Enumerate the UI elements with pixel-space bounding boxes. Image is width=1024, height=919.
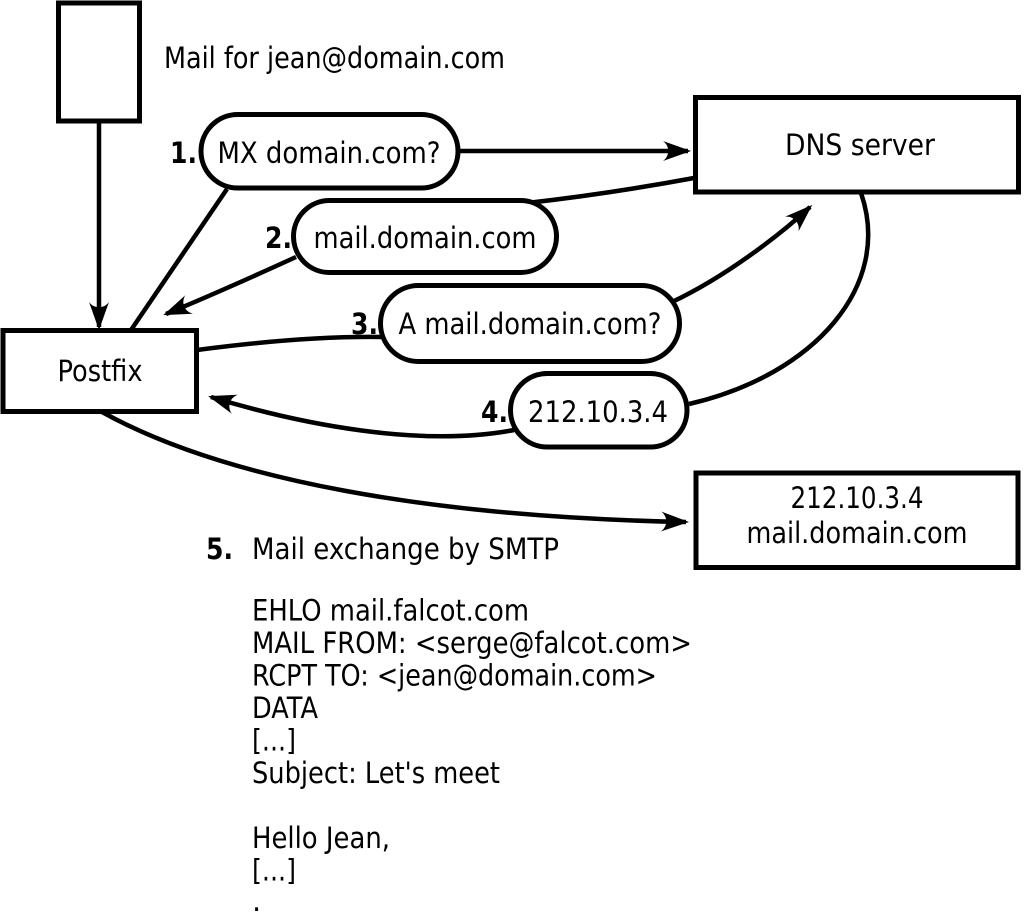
postfix-label: Postfix [58,354,143,388]
smtp-line: DATA [252,691,318,725]
smtp-session-transcript: EHLO mail.falcot.com MAIL FROM: <serge@f… [252,594,692,919]
postfix-box [0,328,199,414]
step2-number: 2. [265,221,292,255]
smtp-line: Subject: Let's meet [252,756,500,790]
smtp-line: [...] [252,854,296,888]
arrow-postfix-to-mailserver [100,410,689,532]
step4-number: 4. [481,395,508,429]
step2-label: mail.domain.com [314,221,537,255]
smtp-line: MAIL FROM: <serge@falcot.com> [252,626,692,660]
smtp-line: EHLO mail.falcot.com [252,594,529,628]
step1-number: 1. [170,136,197,170]
step4-label: 212.10.3.4 [528,395,668,429]
step4-pill [508,371,690,450]
edge-postfix-to-step1 [129,187,229,332]
mail-server-hostname: mail.domain.com [747,516,968,550]
mail-server-ip: 212.10.3.4 [791,481,924,515]
step5-number: 5. [206,532,233,566]
edge-postfix-to-step3 [196,334,385,353]
dns-server-box [693,95,1021,195]
step5-label: Mail exchange by SMTP [252,532,559,566]
step3-number: 3. [351,307,378,341]
edge-dns-to-step2 [526,175,695,206]
step1-label: MX domain.com? [218,136,441,170]
step2-pill [291,198,559,275]
smtp-line: RCPT TO: <jean@domain.com> [252,659,657,693]
step3-pill [378,283,682,364]
step1-pill [198,112,461,191]
mail-server-box [693,470,1021,570]
incoming-mail-note: Mail for jean@domain.com [164,41,505,75]
dns-server-label: DNS server [785,128,935,162]
edge-dns-to-step4 [688,192,871,407]
smtp-line: [...] [252,724,296,758]
smtp-line: Hello Jean, [252,821,390,855]
arrow-step4-to-postfix [208,394,515,439]
message-icon [56,0,142,124]
arrow-step3-to-dns [671,204,813,305]
smtp-line: . [252,884,261,918]
arrow-step2-to-postfix [163,254,297,317]
step3-label: A mail.domain.com? [399,307,662,341]
